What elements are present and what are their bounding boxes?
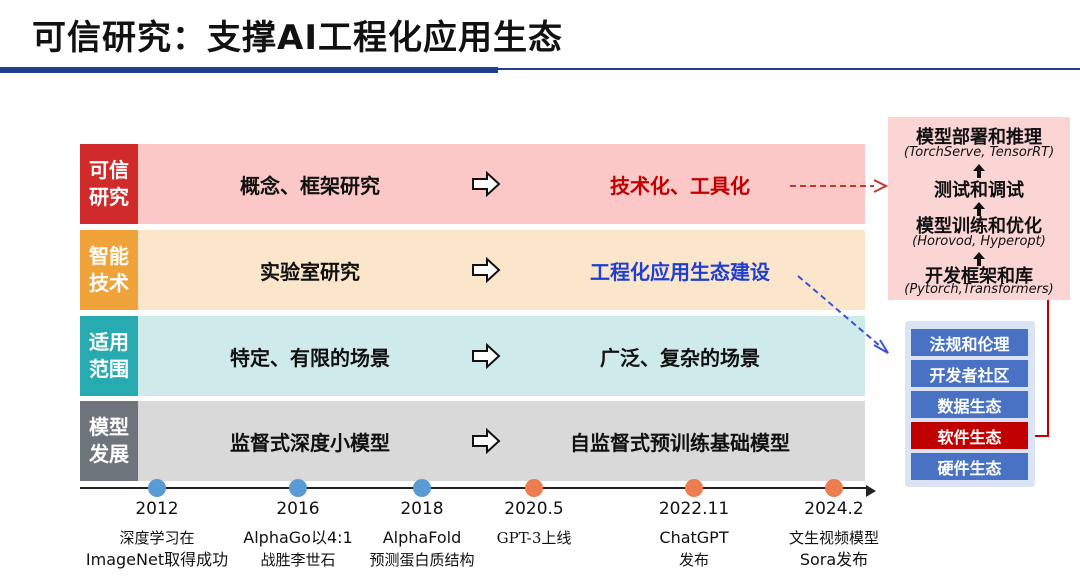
row-label-line2: 技术 (89, 271, 129, 295)
timeline-dot (825, 479, 843, 497)
timeline-desc: AlphaFold 预测蛋白质结构 (337, 527, 507, 571)
timeline-year: 2020.5 (504, 499, 564, 519)
arrowhead-red-icon (873, 179, 889, 193)
timeline-dot (413, 479, 431, 497)
stack-item-sub: (Pytorch,Transformers) (904, 282, 1054, 297)
timeline-desc-line1: 文生视频模型 (788, 529, 879, 547)
timeline-desc: AlphaGo以4:1 战胜李世石 (213, 527, 383, 571)
row-from-text: 监督式深度小模型 (230, 430, 390, 455)
stack-item-sub: (Horovod, Hyperopt) (912, 234, 1046, 249)
timeline-desc: ChatGPT 发布 (609, 527, 779, 571)
up-arrow-icon (973, 163, 985, 182)
right-arrow-icon (468, 316, 504, 396)
row-label-line1: 模型 (89, 415, 129, 439)
row-to-text: 广泛、复杂的场景 (600, 345, 760, 370)
arrowhead-blue-icon (873, 339, 889, 354)
timeline-desc-line2: Sora发布 (799, 550, 869, 569)
page-title: 可信研究：支撑AI工程化应用生态 (32, 18, 563, 58)
timeline-desc-line1: GPT-3上线 (496, 529, 572, 547)
up-arrow-icon (973, 201, 985, 220)
timeline-desc-line2: ImageNet取得成功 (85, 550, 229, 569)
timeline-axis (80, 487, 868, 489)
row-from-text: 概念、框架研究 (240, 173, 380, 198)
row-label-model-development: 模型发展 (80, 401, 138, 481)
timeline-year: 2012 (135, 499, 179, 519)
timeline-desc-line1: 深度学习在 (119, 529, 195, 547)
title-underline-line (498, 68, 1080, 70)
row-label-scope: 适用范围 (80, 316, 138, 396)
row-from-text: 特定、有限的场景 (230, 345, 390, 370)
timeline-year: 2018 (400, 499, 444, 519)
title-underline-bar (0, 67, 498, 73)
row-label-line2: 发展 (89, 442, 129, 466)
timeline-dot (685, 479, 703, 497)
timeline-year: 2016 (276, 499, 320, 519)
timeline-desc: 深度学习在 ImageNet取得成功 (72, 527, 242, 571)
row-label-line1: 智能 (89, 244, 129, 268)
timeline-desc-line1: AlphaGo以4:1 (243, 528, 353, 547)
right-arrow-icon (468, 401, 504, 481)
timeline-desc: 文生视频模型 Sora发布 (749, 527, 919, 571)
layer-hardware-ecosystem: 硬件生态 (911, 453, 1028, 480)
timeline-year: 2022.11 (658, 499, 730, 519)
timeline-dot (289, 479, 307, 497)
row-to-text: 工程化应用生态建设 (590, 259, 770, 284)
timeline-arrowhead-icon (866, 482, 876, 501)
row-label-trusted-research: 可信研究 (80, 144, 138, 224)
stack-item-sub: (TorchServe, TensorRT) (903, 145, 1055, 160)
row-label-line2: 研究 (89, 185, 129, 209)
up-arrow-icon (973, 251, 985, 270)
timeline-year: 2024.2 (804, 499, 864, 519)
row-to-text: 技术化、工具化 (610, 173, 750, 198)
dashed-arrow-blue (797, 275, 881, 347)
stack-item-label: 模型部署和推理 (916, 127, 1042, 148)
row-label-line2: 范围 (89, 357, 129, 381)
row-label-line1: 适用 (89, 330, 129, 354)
stack-item-label: 开发框架和库 (925, 266, 1033, 287)
timeline-desc-line2: 战胜李世石 (260, 551, 336, 569)
timeline-dot (525, 479, 543, 497)
layer-software-ecosystem: 软件生态 (911, 422, 1028, 449)
timeline-desc-line1: ChatGPT (659, 528, 729, 547)
layer-data-ecosystem: 数据生态 (911, 391, 1028, 418)
row-to-text: 自监督式预训练基础模型 (570, 430, 790, 455)
timeline-desc-line2: 预测蛋白质结构 (369, 551, 475, 569)
row-from-text: 实验室研究 (260, 259, 360, 284)
timeline-desc: GPT-3上线 (449, 527, 619, 549)
timeline-desc-line2: 发布 (678, 551, 709, 569)
right-arrow-icon (468, 144, 504, 224)
timeline-dot (148, 479, 166, 497)
row-label-line1: 可信 (89, 158, 129, 182)
row-label-ai-technology: 智能技术 (80, 230, 138, 310)
layer-developer-community: 开发者社区 (911, 360, 1028, 387)
stack-item-label: 测试和调试 (934, 180, 1024, 201)
layer-regulation-ethics: 法规和伦理 (911, 329, 1028, 356)
stack-item-label: 模型训练和优化 (916, 216, 1042, 237)
right-arrow-icon (468, 230, 504, 310)
timeline-desc-line1: AlphaFold (382, 528, 462, 547)
